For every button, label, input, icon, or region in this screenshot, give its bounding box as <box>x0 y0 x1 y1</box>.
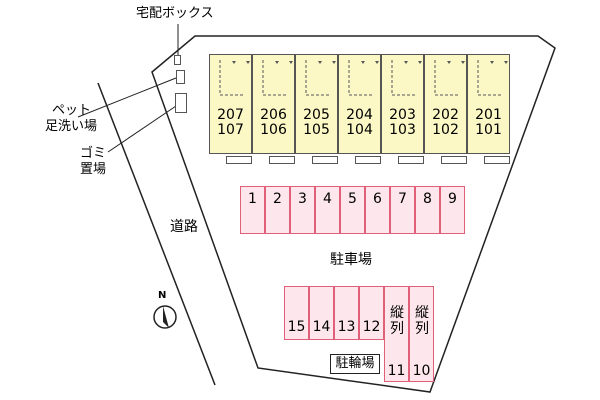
garbage-leader <box>107 105 177 153</box>
pet-wash-leader <box>77 77 177 118</box>
parking-slot-number: 2 <box>273 191 282 207</box>
parking-slot-number: 12 <box>362 319 381 335</box>
unit-lower-number: 106 <box>260 122 287 138</box>
parking-slot-number: 3 <box>298 191 307 207</box>
parking-slot: 8 <box>415 186 440 234</box>
unit-lower-number: 103 <box>389 122 416 138</box>
parking-slot-number: 14 <box>312 319 331 335</box>
unit-201-101: 201 101 <box>467 54 510 154</box>
unit-entrance <box>441 156 467 164</box>
unit-204-104: 204 104 <box>338 54 381 154</box>
parking-slot: 12 <box>359 286 384 340</box>
compass-icon <box>153 305 177 329</box>
bicycle-parking: 駐輪場 <box>330 354 380 374</box>
unit-entrance <box>484 156 510 164</box>
parking-slot: 14 <box>309 286 334 340</box>
north-arrow: N <box>150 290 180 334</box>
parking-slot: 13 <box>334 286 359 340</box>
parking-slot: 2 <box>265 186 290 234</box>
parking-slot-tandem: 縦列 10 <box>409 286 434 382</box>
parking-slot: 15 <box>284 286 309 340</box>
parking-slot-number: 8 <box>423 191 432 207</box>
unit-upper-number: 205 <box>303 107 330 123</box>
unit-207-107: 207 107 <box>209 54 252 154</box>
road-edge-line <box>97 82 216 386</box>
parking-slot-tandem-label: 縦列 <box>390 305 404 337</box>
bicycle-parking-label: 駐輪場 <box>335 356 375 371</box>
unit-entrance <box>312 156 338 164</box>
unit-upper-number: 202 <box>432 107 459 123</box>
garbage-label-line2: 置場 <box>80 162 107 177</box>
unit-205-105: 205 105 <box>295 54 338 154</box>
parking-slot-number: 10 <box>412 363 431 379</box>
parking-slot: 9 <box>440 186 465 234</box>
unit-lower-number: 104 <box>346 122 373 138</box>
pet-wash-area <box>176 70 185 84</box>
unit-lower-number: 107 <box>217 122 244 138</box>
parking-slot-tandem-label: 縦列 <box>415 305 429 337</box>
garbage-label-line1: ゴミ <box>80 146 107 161</box>
parking-slot-number: 6 <box>373 191 382 207</box>
road-label: 道路 <box>170 219 198 235</box>
garbage-area <box>175 93 187 113</box>
unit-203-103: 203 103 <box>381 54 424 154</box>
parking-slot-number: 1 <box>248 191 257 207</box>
parking-label: 駐車場 <box>330 252 372 268</box>
parking-slot-number: 9 <box>448 191 457 207</box>
parking-slot: 7 <box>390 186 415 234</box>
pet-wash-label-line1: ペット <box>52 103 92 118</box>
north-label: N <box>158 290 167 301</box>
unit-upper-number: 201 <box>475 107 502 123</box>
parking-slot-number: 13 <box>337 319 356 335</box>
unit-upper-number: 203 <box>389 107 416 123</box>
unit-202-102: 202 102 <box>424 54 467 154</box>
parking-slot: 5 <box>340 186 365 234</box>
parking-slot: 1 <box>240 186 265 234</box>
unit-upper-number: 206 <box>260 107 287 123</box>
unit-entrance <box>355 156 381 164</box>
unit-lower-number: 102 <box>432 122 459 138</box>
parking-slot-number: 5 <box>348 191 357 207</box>
unit-lower-number: 101 <box>475 122 502 138</box>
unit-upper-number: 207 <box>217 107 244 123</box>
parking-slot-tandem: 縦列 11 <box>384 286 409 382</box>
unit-entrance <box>269 156 295 164</box>
parking-slot-number: 11 <box>387 363 406 379</box>
parking-slot-number: 4 <box>323 191 332 207</box>
parking-slot: 6 <box>365 186 390 234</box>
parking-slot: 3 <box>290 186 315 234</box>
unit-upper-number: 204 <box>346 107 373 123</box>
delivery-box <box>174 55 181 65</box>
unit-entrance <box>226 156 252 164</box>
unit-lower-number: 105 <box>303 122 330 138</box>
parking-slot: 4 <box>315 186 340 234</box>
delivery-box-label: 宅配ボックス <box>136 6 214 21</box>
parking-slot-number: 7 <box>398 191 407 207</box>
unit-206-106: 206 106 <box>252 54 295 154</box>
pet-wash-label-line2: 足洗い場 <box>45 119 98 134</box>
unit-entrance <box>398 156 424 164</box>
parking-slot-number: 15 <box>287 319 306 335</box>
